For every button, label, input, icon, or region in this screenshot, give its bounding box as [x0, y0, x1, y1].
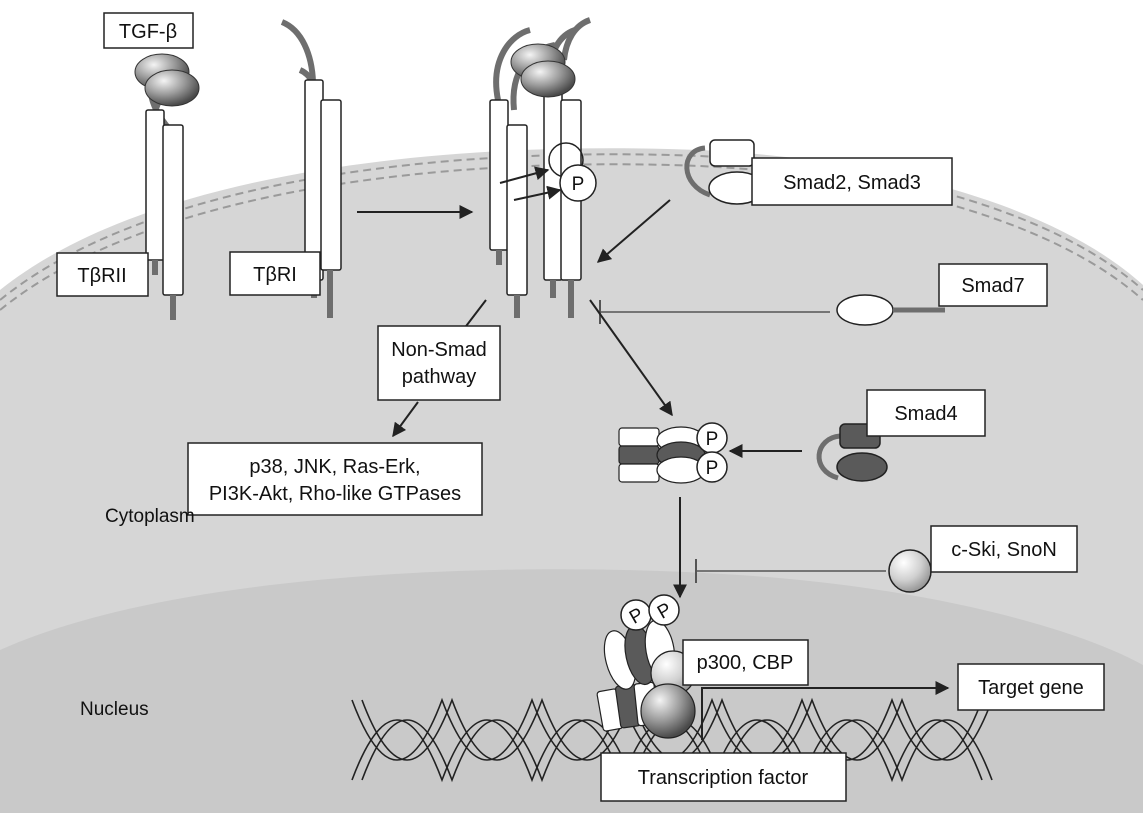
- target-gene-label: Target gene: [978, 677, 1084, 699]
- tgf-beta-ligand: [135, 54, 199, 106]
- complex-phospho-label-1: P: [706, 429, 719, 450]
- mapk-label-line1: p38, JNK, Ras-Erk,: [249, 456, 420, 478]
- transcription-factor-label: Transcription factor: [638, 767, 809, 789]
- complex-phospho-label-2: P: [706, 458, 719, 479]
- non-smad-label-line2: pathway: [402, 366, 477, 388]
- tbrii-label: TβRII: [77, 265, 126, 287]
- receptor-phospho-label: P: [572, 174, 585, 195]
- p300-label: p300, CBP: [697, 652, 794, 674]
- mapk-label-line2: PI3K-Akt, Rho-like GTPases: [209, 483, 461, 505]
- tbri-label: TβRI: [253, 264, 297, 286]
- smad7-label: Smad7: [961, 275, 1024, 297]
- cski-label: c-Ski, SnoN: [951, 539, 1057, 561]
- smad4-label: Smad4: [894, 403, 957, 425]
- smad23-label: Smad2, Smad3: [783, 172, 921, 194]
- non-smad-label-box: [378, 326, 500, 400]
- cski-protein: [889, 550, 931, 592]
- tgf-beta-label: TGF-β: [119, 21, 177, 43]
- non-smad-label-line1: Non-Smad: [391, 339, 487, 361]
- cytoplasm-label: Cytoplasm: [105, 506, 195, 527]
- nucleus-label: Nucleus: [80, 699, 149, 720]
